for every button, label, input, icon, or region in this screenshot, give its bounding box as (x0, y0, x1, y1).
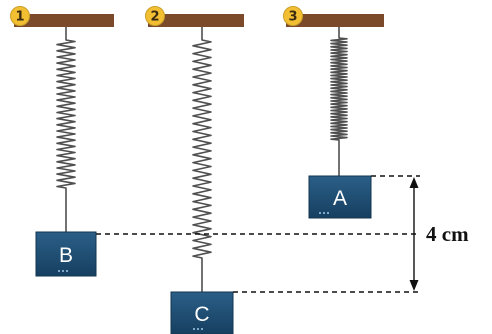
arrowhead-down (409, 280, 419, 291)
mass-c: C (170, 291, 234, 334)
ceiling-bar-1 (14, 14, 114, 27)
ceiling-bar-3 (286, 14, 384, 27)
badge-3-circle (283, 6, 303, 26)
mass-a: A (308, 175, 372, 219)
badge-2: 2 (145, 6, 165, 26)
mass-b-dots (58, 270, 68, 272)
mass-a-block (308, 175, 372, 219)
ceiling-bar-2 (148, 14, 244, 27)
spring-1 (56, 27, 76, 202)
dimension-arrow (409, 177, 419, 291)
arrowhead-up (409, 177, 419, 188)
spring-2 (192, 27, 212, 272)
badge-3: 3 (283, 6, 303, 26)
mass-c-dots (193, 328, 203, 330)
badge-1: 1 (10, 6, 30, 26)
badge-2-circle (145, 6, 165, 26)
setup-2: 2 C (145, 6, 244, 334)
badge-1-number: 1 (15, 10, 24, 25)
mass-a-label: A (333, 187, 347, 210)
badge-2-number: 2 (150, 10, 159, 25)
badge-3-number: 3 (288, 10, 297, 25)
reference-lines (96, 175, 420, 293)
mass-a-dots (319, 212, 329, 214)
dimension-label: 4 cm (426, 222, 469, 246)
badge-1-circle (10, 6, 30, 26)
mass-b-label: B (59, 244, 73, 267)
mass-b: B (35, 231, 97, 277)
setup-3: 3 A (283, 6, 384, 219)
spring-3 (330, 27, 348, 154)
mass-b-block (35, 231, 97, 277)
setup-1: 1 B (10, 6, 114, 277)
mass-c-label: C (194, 303, 209, 326)
mass-c-block (170, 291, 234, 334)
